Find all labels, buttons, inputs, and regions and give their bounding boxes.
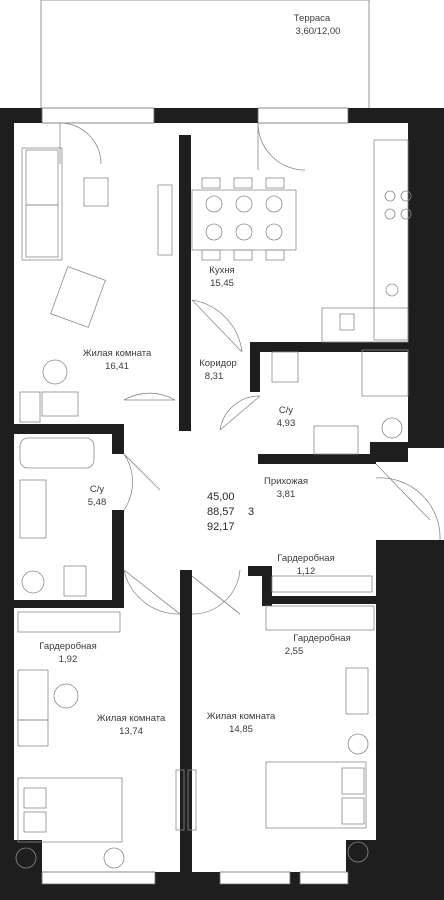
shower <box>361 349 409 397</box>
label-wardrobe-right-name: Гардеробная <box>293 633 350 644</box>
chair-left <box>53 683 79 709</box>
doors <box>59 122 441 615</box>
label-kitchen-area: 15,45 <box>210 278 234 289</box>
label-kitchen-name: Кухня <box>209 265 234 276</box>
living3-furniture <box>187 667 369 863</box>
double-sink <box>19 479 47 539</box>
armchair <box>50 266 106 328</box>
label-wardrobe-left-area: 1,92 <box>59 654 78 665</box>
window-bottom-mid <box>219 871 291 885</box>
living2-furniture <box>15 669 185 869</box>
wardrobe-right-rack <box>265 605 375 631</box>
label-hallway-area: 3,81 <box>277 489 296 500</box>
label-hallway-name: Прихожая <box>264 476 308 487</box>
label-living1-area: 16,41 <box>105 361 129 372</box>
tv-stand <box>157 184 173 256</box>
label-bath-small-area: 4,93 <box>277 418 296 429</box>
interior-walls <box>14 135 408 872</box>
window-bottom-left <box>41 871 156 885</box>
bed-right <box>265 761 367 829</box>
area-summary: 45,00 88,57 92,17 3 <box>207 491 254 533</box>
toilet <box>271 351 299 383</box>
wardrobe-furniture <box>17 575 375 633</box>
window-bottom-right <box>299 871 349 885</box>
label-living1-name: Жилая комната <box>83 348 152 359</box>
window-top-left <box>41 107 155 124</box>
toilet-left <box>63 565 87 597</box>
label-corridor-name: Коридор <box>199 358 237 369</box>
windows <box>41 107 349 885</box>
label-wardrobe-small-area: 1,12 <box>297 566 316 577</box>
bathtub <box>19 437 95 469</box>
label-living2-area: 13,74 <box>119 726 143 737</box>
summary-living-area: 45,00 <box>207 491 235 503</box>
wardrobe-left-rack <box>17 611 121 633</box>
sink <box>313 425 359 455</box>
washing-machine <box>21 570 45 594</box>
label-terrace-area: 3,60/12,00 <box>296 26 341 37</box>
window-top-right <box>257 107 349 124</box>
label-terrace-name: Терраса <box>294 13 331 24</box>
desk <box>41 391 79 417</box>
dresser <box>345 667 369 715</box>
sofa <box>21 147 63 261</box>
label-corridor-area: 8,31 <box>205 371 224 382</box>
label-bath-small-name: С/у <box>279 405 294 416</box>
label-living2-name: Жилая комната <box>97 713 166 724</box>
label-bath-left-name: С/у <box>90 484 105 495</box>
desk-left <box>17 669 49 721</box>
label-living3-area: 14,85 <box>229 724 253 735</box>
washer <box>381 417 403 439</box>
label-wardrobe-right-area: 2,55 <box>285 646 304 657</box>
label-wardrobe-small-name: Гардеробная <box>277 553 334 564</box>
bed-left <box>17 777 123 843</box>
summary-total-with-terrace: 92,17 <box>207 521 235 533</box>
coffee-table <box>83 177 109 207</box>
living1-furniture <box>19 147 173 423</box>
bath-small-furniture <box>271 349 409 455</box>
summary-total-area: 88,57 <box>207 506 235 518</box>
label-wardrobe-left-name: Гардеробная <box>39 641 96 652</box>
chair-icon <box>42 359 68 385</box>
kitchen-counter <box>373 139 409 341</box>
label-bath-left-area: 5,48 <box>88 497 107 508</box>
summary-rooms-count: 3 <box>248 506 254 518</box>
room-labels: Терраса 3,60/12,00 Кухня 15,45 Жилая ком… <box>39 13 350 737</box>
label-living3-name: Жилая комната <box>207 711 276 722</box>
kitchen-furniture <box>191 139 412 343</box>
bath-left-furniture <box>19 437 95 597</box>
exterior-walls <box>0 108 444 900</box>
wardrobe-small-rack <box>271 575 373 593</box>
